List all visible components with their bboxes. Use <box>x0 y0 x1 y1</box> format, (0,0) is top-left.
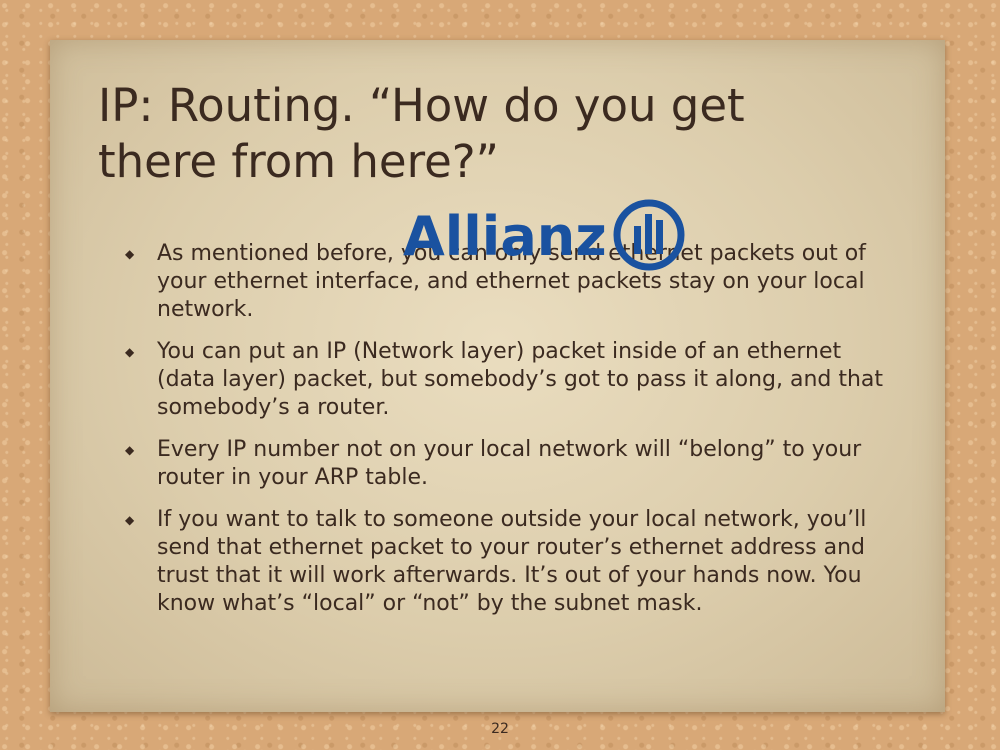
bullet-item: ◆ As mentioned before, you can only send… <box>125 240 895 324</box>
bullet-item: ◆ If you want to talk to someone outside… <box>125 506 895 618</box>
bullet-diamond-icon: ◆ <box>125 513 135 527</box>
bullet-list: ◆ As mentioned before, you can only send… <box>125 240 895 632</box>
page-number: 22 <box>491 721 509 737</box>
bullet-text: You can put an IP (Network layer) packet… <box>157 339 884 420</box>
bullet-item: ◆ Every IP number not on your local netw… <box>125 436 895 492</box>
bullet-diamond-icon: ◆ <box>125 345 135 359</box>
allianz-logo: Allianz <box>403 199 685 271</box>
logo-wordmark: Allianz <box>403 205 607 268</box>
bullet-diamond-icon: ◆ <box>125 443 135 457</box>
bullet-text: If you want to talk to someone outside y… <box>157 507 867 616</box>
bullet-item: ◆ You can put an IP (Network layer) pack… <box>125 338 895 422</box>
bullet-diamond-icon: ◆ <box>125 247 135 261</box>
bullet-text: As mentioned before, you can only send e… <box>157 241 866 322</box>
slide-paper <box>50 40 945 712</box>
slide-title: IP: Routing. “How do you get there from … <box>98 79 745 188</box>
bullet-text: Every IP number not on your local networ… <box>157 437 862 490</box>
allianz-eagle-icon <box>613 199 685 271</box>
